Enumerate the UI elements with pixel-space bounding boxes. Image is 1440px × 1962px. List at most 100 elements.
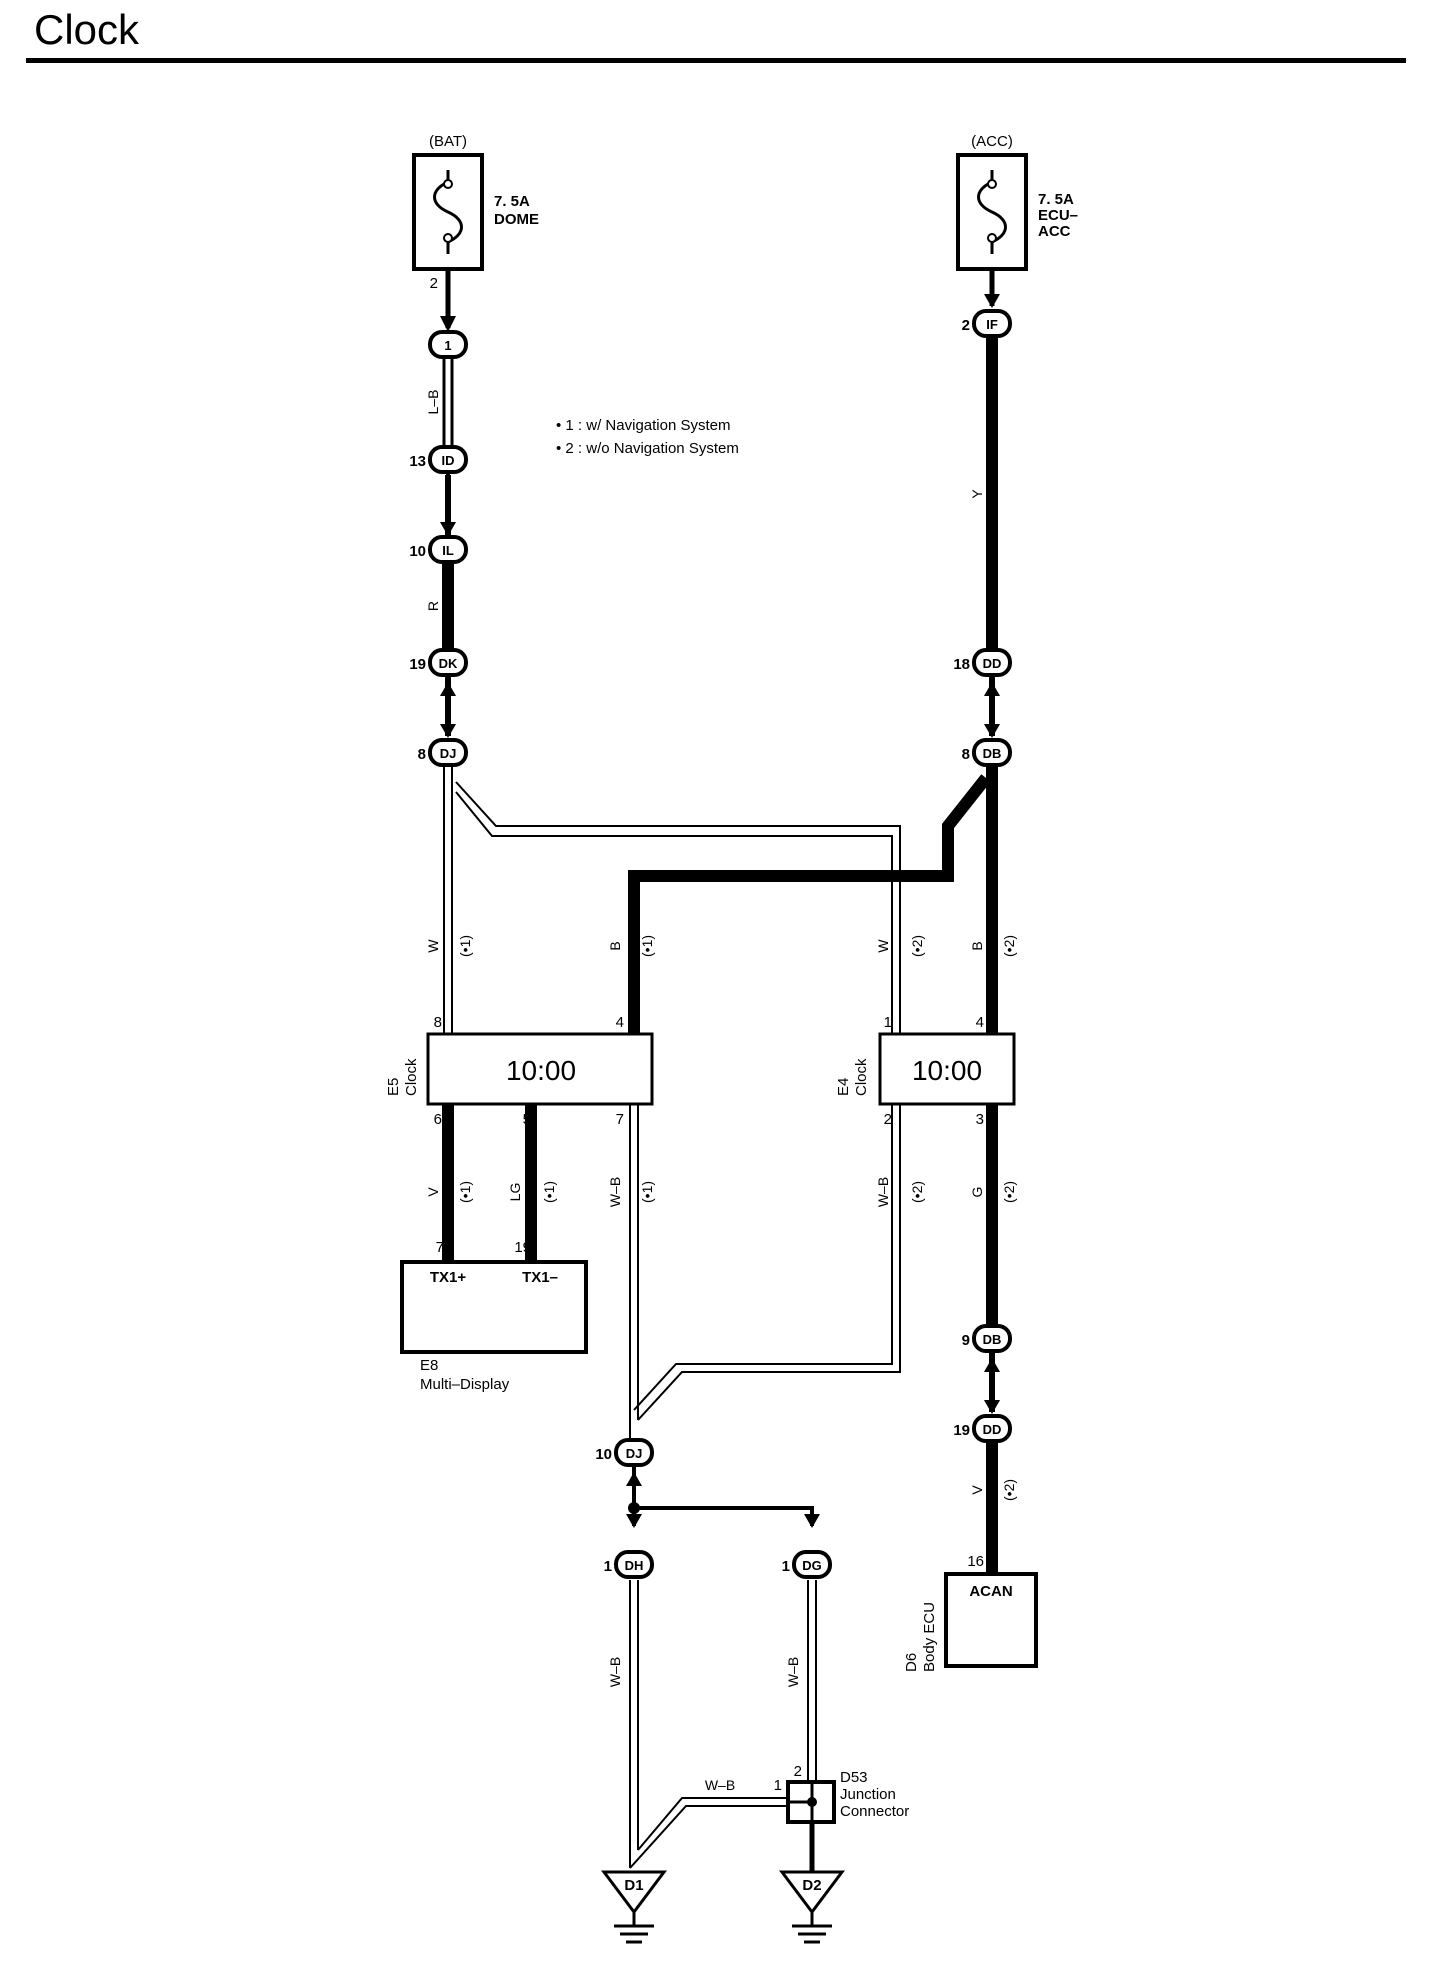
ground-d2: D2: [779, 1870, 845, 1944]
svg-text:1: 1: [884, 1014, 892, 1031]
svg-text:(•1): (•1): [457, 1181, 473, 1203]
svg-text:1: 1: [604, 1558, 612, 1575]
svg-text:Body ECU: Body ECU: [921, 1602, 938, 1672]
svg-text:D6: D6: [903, 1653, 920, 1672]
svg-text:19: 19: [953, 1422, 970, 1439]
svg-text:7. 5A: 7. 5A: [1038, 191, 1074, 208]
clock-e4-display: 10:00: [912, 1055, 982, 1086]
svg-text:W–B: W–B: [705, 1777, 735, 1793]
svg-text:Clock: Clock: [853, 1058, 870, 1096]
connector-dg-1: 1 DG: [782, 1550, 832, 1579]
wire-lb: [442, 357, 454, 448]
svg-text:G: G: [969, 1187, 985, 1198]
connector-dd-18: 18 DD: [953, 648, 1012, 677]
wire-labels: L–B R Y W (•1) B (•1) W (•2) B (•2) V (•…: [425, 390, 1017, 1793]
svg-text:1: 1: [782, 1558, 790, 1575]
svg-text:(•2): (•2): [1001, 1479, 1017, 1501]
wire-wb1: [629, 1104, 639, 1438]
junction-connector-d53: 2 1 D53 Junction Connector: [774, 1763, 909, 1824]
svg-text:ID: ID: [442, 453, 455, 468]
svg-text:L–B: L–B: [425, 390, 441, 415]
svg-text:(•1): (•1): [639, 935, 655, 957]
svg-text:V: V: [425, 1187, 441, 1197]
svg-text:TX1+: TX1+: [430, 1269, 467, 1286]
svg-text:B: B: [969, 941, 985, 950]
connector-dd-19: 19 DD: [953, 1414, 1012, 1443]
svg-text:R: R: [425, 601, 441, 611]
svg-text:W–B: W–B: [785, 1657, 801, 1687]
svg-text:W–B: W–B: [607, 1657, 623, 1687]
svg-text:13: 13: [409, 453, 426, 470]
svg-text:1: 1: [444, 338, 451, 353]
svg-text:6: 6: [434, 1111, 442, 1128]
svg-text:2: 2: [430, 275, 438, 292]
wire-wb-dg: [807, 1580, 817, 1782]
wire-split-dg: [634, 1506, 814, 1526]
svg-text:9: 9: [962, 1332, 970, 1349]
svg-text:E4: E4: [835, 1078, 852, 1096]
svg-text:DD: DD: [983, 656, 1002, 671]
svg-text:DG: DG: [802, 1558, 822, 1573]
svg-text:D53: D53: [840, 1769, 868, 1786]
connector-id-13: 13 ID: [409, 445, 468, 474]
svg-text:(•2): (•2): [1001, 1181, 1017, 1203]
svg-text:19: 19: [409, 656, 426, 673]
svg-text:(•1): (•1): [457, 935, 473, 957]
svg-text:4: 4: [616, 1014, 624, 1031]
svg-text:TX1–: TX1–: [522, 1269, 558, 1286]
clock-e5: 8 4 10:00 6 5 7 E5 Clock: [385, 1014, 654, 1128]
note-2: • 2 : w/o Navigation System: [556, 440, 739, 457]
wire-wb-j: [629, 1797, 786, 1869]
svg-text:10: 10: [595, 1446, 612, 1463]
svg-text:DJ: DJ: [440, 746, 457, 761]
fuse-dome: (BAT) 7. 5A DOME 2: [412, 133, 539, 292]
svg-text:B: B: [607, 941, 623, 950]
connector-1: 1: [428, 330, 468, 359]
svg-text:(ACC): (ACC): [971, 133, 1013, 150]
wire-wb-dh: [629, 1580, 639, 1868]
svg-text:Connector: Connector: [840, 1803, 909, 1820]
svg-text:(BAT): (BAT): [429, 133, 467, 150]
connector-db-9: 9 DB: [962, 1324, 1012, 1353]
svg-text:7: 7: [616, 1111, 624, 1128]
svg-text:16: 16: [967, 1553, 984, 1570]
svg-text:W–B: W–B: [607, 1177, 623, 1207]
svg-text:(•2): (•2): [909, 1181, 925, 1203]
svg-text:8: 8: [418, 746, 426, 763]
note-1: • 1 : w/ Navigation System: [556, 417, 731, 434]
svg-text:Multi–Display: Multi–Display: [420, 1376, 510, 1393]
svg-text:10: 10: [409, 543, 426, 560]
connector-dj-10: 10 DJ: [595, 1438, 654, 1467]
svg-text:ECU–: ECU–: [1038, 207, 1078, 224]
svg-text:ACAN: ACAN: [969, 1583, 1012, 1600]
svg-text:2: 2: [962, 317, 970, 334]
svg-text:2: 2: [884, 1111, 892, 1128]
svg-text:8: 8: [434, 1014, 442, 1031]
svg-text:(•1): (•1): [639, 1181, 655, 1203]
svg-text:IL: IL: [442, 543, 454, 558]
body-ecu-d6: 16 ACAN D6 Body ECU: [903, 1553, 1038, 1672]
junction-dot-split: [628, 1502, 640, 1514]
connector-if-2: 2 IF: [962, 309, 1012, 338]
svg-text:W: W: [425, 939, 441, 953]
svg-text:ACC: ACC: [1038, 223, 1071, 240]
svg-text:D1: D1: [624, 1877, 643, 1894]
page-title: Clock: [34, 6, 140, 53]
svg-text:(•2): (•2): [1001, 935, 1017, 957]
svg-text:V: V: [969, 1485, 985, 1495]
clock-e4: 1 4 10:00 2 3 E4 Clock: [835, 1014, 1016, 1128]
svg-text:(•1): (•1): [541, 1181, 557, 1203]
svg-text:IF: IF: [986, 317, 998, 332]
title-rule: [26, 58, 1406, 63]
svg-text:E8: E8: [420, 1357, 438, 1374]
wire-w1: [443, 766, 453, 1034]
svg-text:19: 19: [514, 1239, 531, 1256]
svg-text:Clock: Clock: [403, 1058, 420, 1096]
clock-e5-display: 10:00: [506, 1055, 576, 1086]
svg-text:DJ: DJ: [626, 1446, 643, 1461]
svg-text:DD: DD: [983, 1422, 1002, 1437]
connector-dj-8: 8 DJ: [418, 738, 468, 767]
svg-text:2: 2: [794, 1763, 802, 1780]
svg-text:E5: E5: [385, 1078, 402, 1096]
